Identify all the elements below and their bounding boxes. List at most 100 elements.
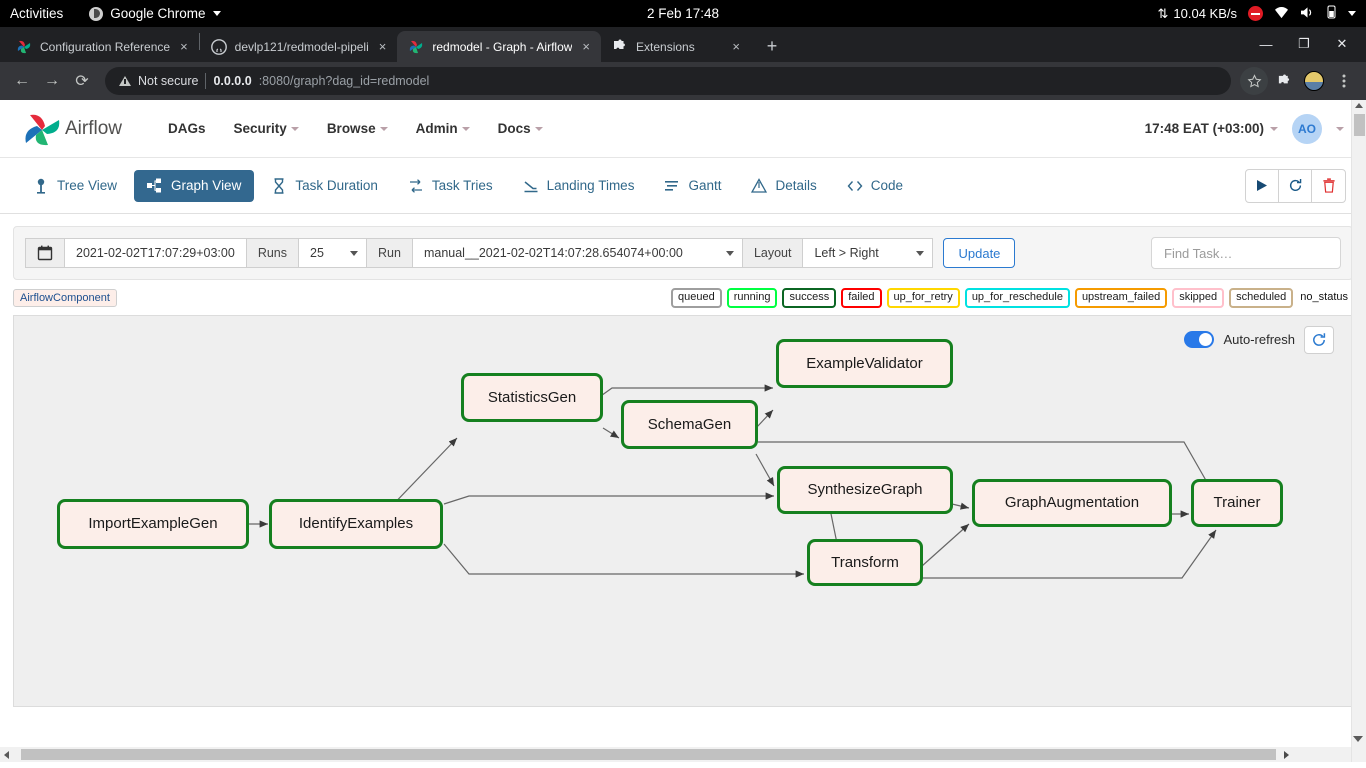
nav-item-dags[interactable]: DAGs <box>154 121 220 136</box>
horizontal-scrollbar[interactable] <box>0 747 1351 762</box>
forward-button[interactable]: → <box>44 72 60 89</box>
dag-node-graphaugmentation[interactable]: GraphAugmentation <box>972 478 1172 527</box>
dag-node-examplevalidator[interactable]: ExampleValidator <box>776 338 953 388</box>
run-group: Run manual__2021-02-02T14:07:28.654074+0… <box>366 238 743 268</box>
find-task-input[interactable]: Find Task… <box>1151 237 1341 269</box>
status-badge-upstream-failed[interactable]: upstream_failed <box>1074 288 1168 308</box>
tab-gantt[interactable]: Gantt <box>651 170 734 202</box>
chrome-icon <box>89 6 104 21</box>
dag-node-trainer[interactable]: Trainer <box>1191 478 1283 527</box>
tab-graph-view[interactable]: Graph View <box>134 169 255 202</box>
retry-icon <box>408 178 424 194</box>
close-icon[interactable]: × <box>180 39 188 54</box>
do-not-disturb-icon[interactable] <box>1248 6 1263 21</box>
close-icon[interactable]: × <box>582 39 591 54</box>
user-avatar[interactable]: AO <box>1292 113 1322 144</box>
dag-run-select[interactable]: manual__2021-02-02T14:07:28.654074+00:00 <box>412 238 743 268</box>
tab-landing-times[interactable]: Landing Times <box>510 170 648 202</box>
delete-dag-button[interactable] <box>1312 170 1345 202</box>
minimize-button[interactable]: — <box>1259 36 1273 52</box>
auto-refresh-toggle[interactable] <box>1184 331 1215 349</box>
status-badge-scheduled[interactable]: scheduled <box>1229 288 1294 308</box>
scroll-left-arrow-icon[interactable] <box>4 750 9 759</box>
dag-node-transform[interactable]: Transform <box>807 538 923 586</box>
chevron-down-icon[interactable] <box>1336 126 1344 131</box>
scroll-right-arrow-icon[interactable] <box>1284 750 1289 759</box>
status-badge-success[interactable]: success <box>782 288 837 308</box>
wifi-icon[interactable] <box>1274 6 1289 22</box>
browser-tab-1[interactable]: devlp121/redmodel-pipeli × <box>200 31 398 62</box>
close-icon[interactable]: × <box>732 39 741 54</box>
nav-item-browse[interactable]: Browse <box>313 121 402 136</box>
update-button[interactable]: Update <box>943 238 1016 268</box>
trigger-dag-button[interactable] <box>1246 169 1279 202</box>
browser-tab-2[interactable]: redmodel - Graph - Airflow × <box>397 31 602 62</box>
nav-label: Security <box>233 121 287 136</box>
scroll-down-arrow-icon[interactable] <box>1353 736 1363 742</box>
base-date-input[interactable]: 2021-02-02T17:07:29+03:00 <box>65 238 247 268</box>
bookmark-star-icon[interactable] <box>1240 67 1268 95</box>
window-controls: — ❐ ✕ <box>1248 31 1366 57</box>
reload-button[interactable]: ⟳ <box>75 73 89 90</box>
operator-badge[interactable]: AirflowComponent <box>13 288 117 307</box>
num-runs-select[interactable]: 25 <box>299 238 368 268</box>
refresh-icon <box>1289 178 1301 192</box>
status-badge-skipped[interactable]: skipped <box>1172 288 1225 308</box>
puzzle-icon <box>612 39 628 55</box>
profile-avatar-icon[interactable] <box>1300 67 1328 95</box>
vertical-scrollbar[interactable] <box>1351 100 1366 762</box>
dag-node-statisticsgen[interactable]: StatisticsGen <box>461 372 603 422</box>
active-app-menu[interactable]: Google Chrome <box>89 6 221 21</box>
volume-icon[interactable] <box>1300 6 1315 22</box>
airflow-logo[interactable]: Airflow <box>22 112 122 146</box>
status-badge-failed[interactable]: failed <box>841 288 882 308</box>
calendar-icon[interactable] <box>25 238 65 268</box>
vertical-scroll-thumb[interactable] <box>1354 114 1365 136</box>
close-icon[interactable]: × <box>378 39 387 54</box>
battery-icon[interactable] <box>1326 5 1337 22</box>
tab-details[interactable]: Details <box>738 170 829 202</box>
tab-task-tries[interactable]: Task Tries <box>395 170 506 202</box>
dag-graph-canvas[interactable]: Auto-refresh <box>13 314 1353 707</box>
chevron-down-icon <box>534 126 543 131</box>
system-menu-chevron-icon[interactable] <box>1348 11 1356 16</box>
hourglass-icon <box>271 177 287 194</box>
dag-node-synthesizegraph[interactable]: SynthesizeGraph <box>777 465 953 514</box>
browser-tab-0[interactable]: Configuration Reference × <box>5 31 199 62</box>
extensions-puzzle-icon[interactable] <box>1270 67 1298 95</box>
view-label: Tree View <box>57 178 118 193</box>
browser-tab-3[interactable]: Extensions × <box>601 31 751 62</box>
tab-task-duration[interactable]: Task Duration <box>258 170 391 202</box>
nav-item-admin[interactable]: Admin <box>402 121 484 136</box>
run-label: Run <box>366 238 413 268</box>
layout-select[interactable]: Left > Right <box>803 238 934 268</box>
status-badge-up-for-retry[interactable]: up_for_retry <box>886 288 960 308</box>
layout-group: Layout Left > Right <box>741 238 934 268</box>
timezone-selector[interactable]: 17:48 EAT (+03:00) <box>1145 121 1278 136</box>
back-button[interactable]: ← <box>14 72 30 89</box>
status-badge-no-status[interactable]: no_status <box>1298 290 1353 306</box>
address-bar[interactable]: Not secure 0.0.0.0:8080/graph?dag_id=red… <box>105 67 1231 95</box>
scroll-up-arrow-icon[interactable] <box>1355 103 1363 108</box>
dag-node-importexamplegen[interactable]: ImportExampleGen <box>57 498 249 549</box>
nav-item-security[interactable]: Security <box>220 121 313 136</box>
github-icon <box>210 38 227 55</box>
new-tab-button[interactable]: + <box>766 36 778 56</box>
horizontal-scroll-thumb[interactable] <box>21 749 1276 760</box>
maximize-button[interactable]: ❐ <box>1298 36 1310 51</box>
status-badge-running[interactable]: running <box>726 288 778 308</box>
node-label: StatisticsGen <box>487 388 577 406</box>
refresh-button[interactable] <box>1279 169 1312 202</box>
window-close-button[interactable]: ✕ <box>1336 36 1348 51</box>
dag-node-schemagen[interactable]: SchemaGen <box>621 399 758 449</box>
graph-refresh-button[interactable] <box>1304 325 1334 354</box>
status-badge-up-for-reschedule[interactable]: up_for_reschedule <box>964 288 1070 308</box>
tab-code[interactable]: Code <box>834 170 916 202</box>
chrome-menu-icon[interactable] <box>1330 67 1358 95</box>
status-badge-queued[interactable]: queued <box>671 288 722 308</box>
view-label: Details <box>775 178 817 193</box>
activities-button[interactable]: Activities <box>10 6 64 21</box>
tab-tree-view[interactable]: Tree View <box>20 170 130 202</box>
dag-node-identifyexamples[interactable]: IdentifyExamples <box>269 498 443 549</box>
nav-item-docs[interactable]: Docs <box>484 121 557 136</box>
